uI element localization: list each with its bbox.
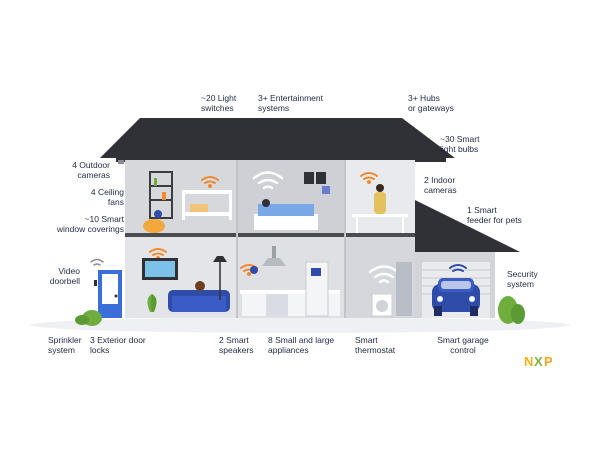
sofa <box>168 281 230 312</box>
nxp-logo: N X P <box>524 353 556 369</box>
label-outdoor-cameras: 4 Outdoor cameras <box>72 160 110 180</box>
outdoor-camera-icon <box>118 160 124 164</box>
range-hood <box>262 246 286 266</box>
label-security-system: Security system <box>507 269 538 289</box>
label-window-coverings: ~10 Smart window coverings <box>56 214 124 234</box>
logo-letter-p: P <box>544 354 553 369</box>
wifi-icon-office <box>360 172 378 184</box>
kids-room <box>125 160 237 234</box>
bookshelf <box>149 171 173 219</box>
label-light-switches: ~20 Light switches <box>201 93 237 113</box>
bushes-right <box>498 296 525 324</box>
car-icon <box>432 278 480 316</box>
label-hubs-gateways: 3+ Hubs or gateways <box>408 93 454 113</box>
video-doorbell-icon <box>94 280 97 286</box>
bed <box>254 199 318 230</box>
desk <box>352 184 408 233</box>
label-ceiling-fans: 4 Ceiling fans <box>90 187 124 207</box>
label-indoor-cameras: 2 Indoor cameras <box>424 175 457 195</box>
washing-machine <box>371 293 393 317</box>
wifi-icon-garage <box>449 264 467 272</box>
floor-lamp <box>213 256 227 300</box>
picture-frames <box>304 172 330 194</box>
label-pet-feeder: 1 Smart feeder for pets <box>467 205 522 225</box>
wifi-icon-bedroom <box>252 171 284 190</box>
bunk-bed <box>182 190 232 220</box>
plant <box>147 294 157 312</box>
wifi-icon-front-door <box>90 258 104 266</box>
garage-roof <box>415 200 520 252</box>
wifi-icon-kids-room <box>201 176 219 188</box>
label-appliances: 8 Small and large appliances <box>268 335 335 355</box>
label-smart-speakers: 2 Smart speakers <box>219 335 254 355</box>
wall-clock-icon <box>250 266 258 274</box>
wall-divider-left <box>236 160 238 318</box>
bushes-left <box>75 310 102 326</box>
roof <box>100 118 455 158</box>
label-smart-thermostat: Smart thermostat <box>355 335 396 355</box>
label-video-doorbell: Video doorbell <box>49 266 80 286</box>
cabinet <box>396 262 412 316</box>
front-door <box>98 270 122 318</box>
beanbag <box>143 210 165 233</box>
logo-letter-x: X <box>534 354 543 369</box>
roof-eave <box>116 154 446 162</box>
label-sprinkler-system: Sprinkler system <box>48 335 82 355</box>
logo-letter-n: N <box>524 354 533 369</box>
wall-divider-right <box>344 160 346 318</box>
label-exterior-door-locks: 3 Exterior door locks <box>90 335 146 355</box>
floor-divider <box>125 233 415 237</box>
tv <box>142 258 178 280</box>
ground-shadow <box>30 317 570 333</box>
refrigerator <box>305 261 329 317</box>
label-garage-control: Smart garage control <box>437 335 489 355</box>
wifi-icon-laundry <box>368 265 400 284</box>
label-entertainment-systems: 3+ Entertainment systems <box>258 93 323 113</box>
label-smart-light-bulbs: ~30 Smart light bulbs <box>440 134 480 154</box>
